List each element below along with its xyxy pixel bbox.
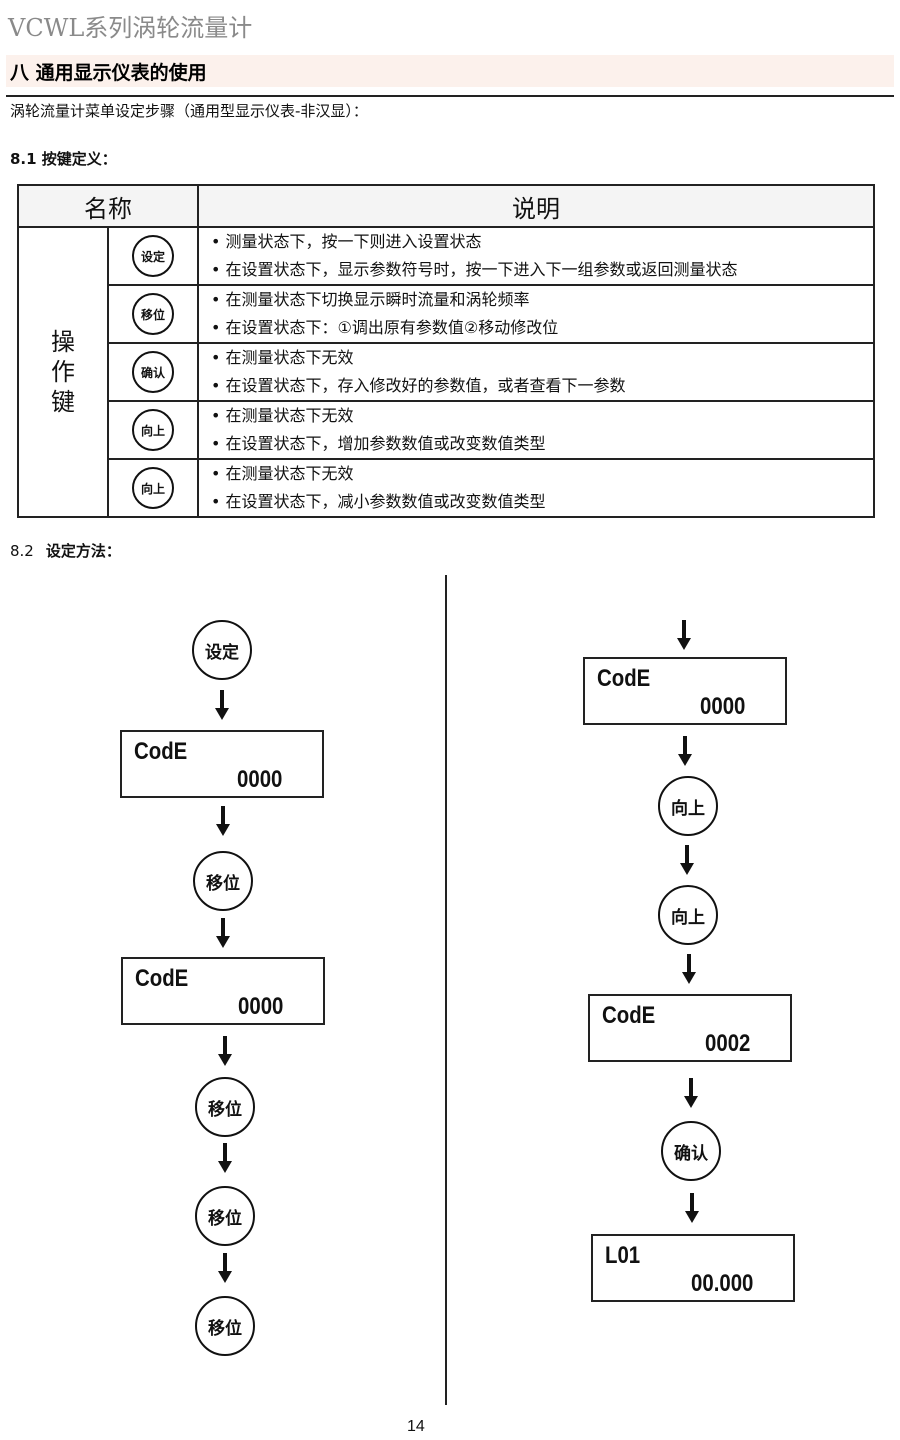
desc-line: • 在测量状态下无效 [211,406,354,425]
display-line2: 0000 [699,693,745,720]
arrow-down-icon [216,806,230,838]
subsection-8-2-title: 8.2 设定方法： [10,540,121,561]
display-line1: CodE [602,1002,656,1029]
section-divider [6,95,894,97]
arrow-down-icon [684,1078,698,1110]
key-cell: 确认 [107,342,199,402]
subsection-label: 设定方法： [45,542,121,560]
flow-display: CodE 0002 [588,994,792,1062]
section-title: 八 通用显示仪表的使用 [10,62,207,84]
flow-display: CodE 0000 [120,730,324,798]
group-label-char: 作 [51,358,75,386]
header-description: 说明 [197,184,875,228]
arrow-down-icon [680,845,694,877]
flow-key-shift: 移位 [195,1077,255,1137]
key-definition-table: 名称 说明 操作键 设定 • 测量状态下，按一下则进入设置状态 • 在设置状态下，… [17,184,875,518]
table-row: 向上 • 在测量状态下无效 • 在设置状态下，减小参数数值或改变数值类型 [18,458,875,518]
table-row: 确认 • 在测量状态下无效 • 在设置状态下，存入修改好的参数值，或者查看下一参数 [18,342,875,402]
key-shift-icon: 移位 [132,293,174,335]
desc-line: • 在测量状态下切换显示瞬时流量和涡轮频率 [211,290,530,309]
group-label: 操作键 [19,327,107,417]
arrow-down-icon [678,736,692,768]
flow-display: CodE 0000 [583,657,787,725]
display-line2: 0002 [704,1030,750,1057]
arrow-down-icon [216,918,230,950]
key-confirm-icon: 确认 [132,351,174,393]
page-number: 14 [407,1418,425,1435]
display-line2: 0000 [236,766,282,793]
description-cell: • 在测量状态下切换显示瞬时流量和涡轮频率 • 在设置状态下：①调出原有参数值②移… [197,284,875,344]
intro-text: 涡轮流量计菜单设定步骤（通用型显示仪表-非汉显）： [10,102,368,120]
flow-key-shift: 移位 [195,1296,255,1356]
flow-key-shift: 移位 [195,1186,255,1246]
key-up-icon: 向上 [132,409,174,451]
key-cell: 向上 [107,400,199,460]
flow-key-up: 向上 [658,776,718,836]
key-down-icon: 向上 [132,467,174,509]
display-line2: 0000 [237,993,283,1020]
desc-line: • 在设置状态下，显示参数符号时，按一下进入下一组参数或返回测量状态 [211,260,738,279]
group-label-cell: 操作键 [17,226,109,518]
key-cell: 向上 [107,458,199,518]
display-line1: CodE [134,738,188,765]
group-label-char: 键 [51,388,75,416]
subsection-number: 8.2 [10,542,34,560]
description-cell: • 在测量状态下无效 • 在设置状态下，存入修改好的参数值，或者查看下一参数 [197,342,875,402]
arrow-down-icon [218,1143,232,1175]
flow-key-shift: 移位 [193,851,253,911]
flow-key-set: 设定 [192,620,252,680]
section-band [6,55,894,87]
document-title: VCWL系列涡轮流量计 [8,14,253,42]
desc-line: • 在设置状态下，增加参数数值或改变数值类型 [211,434,546,453]
header-name: 名称 [17,184,199,228]
desc-line: • 测量状态下，按一下则进入设置状态 [211,232,482,251]
table-row: 移位 • 在测量状态下切换显示瞬时流量和涡轮频率 • 在设置状态下：①调出原有参数… [18,284,875,344]
display-line1: CodE [597,665,651,692]
display-line1: L01 [605,1242,641,1269]
description-cell: • 测量状态下，按一下则进入设置状态 • 在设置状态下，显示参数符号时，按一下进入… [197,226,875,286]
arrow-down-icon [218,1036,232,1068]
flow-key-confirm: 确认 [661,1121,721,1181]
description-cell: • 在测量状态下无效 • 在设置状态下，增加参数数值或改变数值类型 [197,400,875,460]
arrow-down-icon [218,1253,232,1285]
key-set-icon: 设定 [132,235,174,277]
table-row: 操作键 设定 • 测量状态下，按一下则进入设置状态 • 在设置状态下，显示参数符号… [17,226,875,518]
subsection-8-1-title: 8.1 按键定义： [10,150,117,168]
flow-display: L01 00.000 [591,1234,795,1302]
arrow-down-icon [682,954,696,986]
arrow-down-icon [685,1193,699,1225]
arrow-down-icon [677,620,691,652]
display-line2: 00.000 [690,1270,753,1297]
key-cell: 设定 [107,226,199,286]
desc-line: • 在测量状态下无效 [211,464,354,483]
table-row: 向上 • 在测量状态下无效 • 在设置状态下，增加参数数值或改变数值类型 [18,400,875,460]
flow-display: CodE 0000 [121,957,325,1025]
column-divider [445,575,447,1405]
desc-line: • 在设置状态下：①调出原有参数值②移动修改位 [211,318,559,337]
desc-line: • 在设置状态下，存入修改好的参数值，或者查看下一参数 [211,376,626,395]
arrow-down-icon [215,690,229,722]
table-header-row: 名称 说明 [17,184,875,228]
desc-line: • 在测量状态下无效 [211,348,354,367]
flow-key-up: 向上 [658,885,718,945]
display-line1: CodE [135,965,189,992]
key-cell: 移位 [107,284,199,344]
group-label-char: 操 [51,328,75,356]
desc-line: • 在设置状态下，减小参数数值或改变数值类型 [211,492,546,511]
description-cell: • 在测量状态下无效 • 在设置状态下，减小参数数值或改变数值类型 [197,458,875,518]
